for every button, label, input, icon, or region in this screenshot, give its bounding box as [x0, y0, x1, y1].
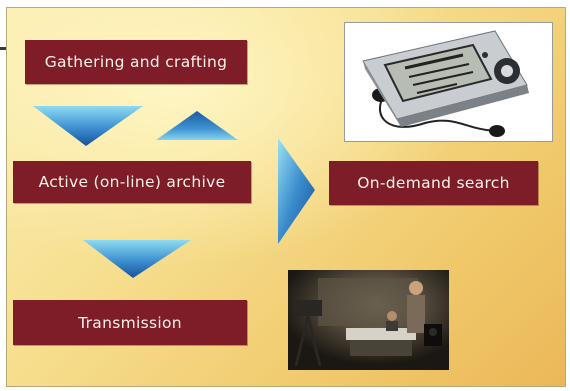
- broadcast-studio-photo: [288, 270, 449, 370]
- studio-scene-icon: [288, 270, 449, 370]
- transmission-box: Transmission: [13, 300, 247, 345]
- on-demand-search-label: On-demand search: [357, 174, 510, 192]
- corner-tick-mark: [0, 47, 9, 50]
- handheld-device-icon: [362, 30, 529, 137]
- gathering-crafting-box: Gathering and crafting: [25, 40, 247, 84]
- handheld-device-photo: [344, 22, 553, 142]
- arrows-layer: [33, 106, 315, 278]
- active-archive-label: Active (on-line) archive: [38, 173, 226, 191]
- on-demand-search-box: On-demand search: [329, 161, 538, 205]
- diagram-panel: Gathering and crafting Active (on-line) …: [6, 7, 566, 387]
- up-arrow-archive-to-gathering: [156, 111, 238, 140]
- active-archive-box: Active (on-line) archive: [13, 161, 251, 203]
- transmission-label: Transmission: [78, 313, 182, 332]
- down-arrow-archive-to-transmission: [83, 240, 191, 278]
- right-arrow-archive-to-search: [278, 138, 315, 244]
- gathering-crafting-label: Gathering and crafting: [44, 53, 228, 71]
- down-arrow-gathering-to-archive: [33, 106, 143, 146]
